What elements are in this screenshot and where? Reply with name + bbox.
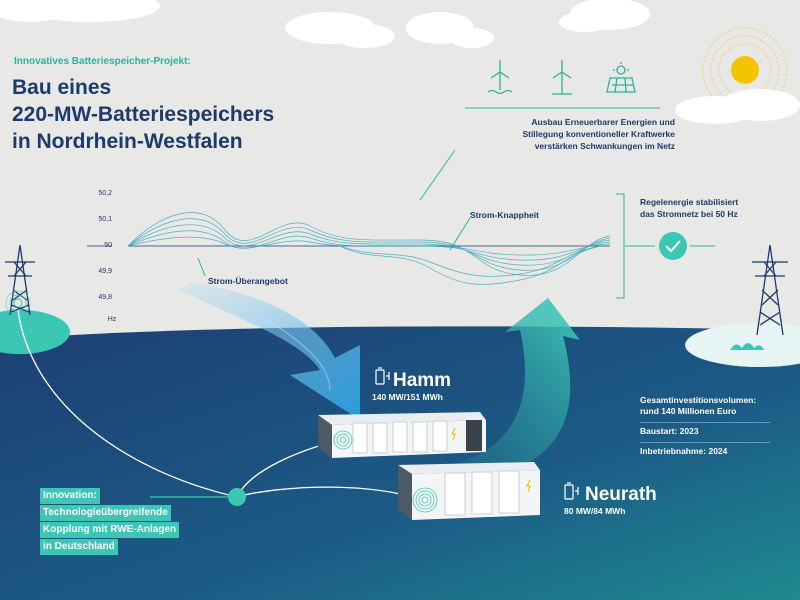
battery-plug-icon: [564, 482, 579, 500]
fact-line: Inbetriebnahme: 2024: [640, 446, 728, 456]
battery-container-hamm: [318, 412, 486, 458]
cloud: [0, 0, 650, 48]
title-line: Bau eines: [12, 76, 112, 99]
y-tick-label: 50,2: [98, 190, 112, 197]
fact-construction-start: Baustart: 2023: [640, 423, 770, 443]
title-line: 220-MW-Batteriespeichers: [12, 103, 275, 126]
innovation-line: in Deutschland: [40, 539, 118, 555]
innovation-line: Kopplung mit RWE-Anlagen: [40, 522, 180, 538]
site-name-hamm: Hamm: [393, 370, 452, 391]
renewables-note: Ausbau Erneuerbarer Energien und Stilleg…: [465, 116, 675, 152]
y-tick-label: 50: [104, 242, 112, 249]
power-pylon-icon: [752, 244, 788, 336]
checkmark-icon: [659, 232, 687, 260]
balancing-note: Regelenergie stabilisiert das Stromnetz …: [640, 196, 780, 220]
frequency-wave: [127, 212, 611, 285]
balancing-line: das Stromnetz bei 50 Hz: [640, 209, 738, 219]
surplus-arrow: [180, 282, 360, 420]
innovation-line: Technologieübergreifende: [40, 505, 171, 521]
fact-investment: Gesamtinvestitionsvolumen: rund 140 Mill…: [640, 392, 770, 423]
battery-plug-icon: [375, 367, 390, 385]
project-facts: Gesamtinvestitionsvolumen: rund 140 Mill…: [640, 392, 770, 462]
sea-area: [0, 326, 800, 600]
fact-line: rund 140 Millionen Euro: [640, 406, 737, 416]
solar-panel-icon: [606, 62, 636, 93]
power-pylon-icon: [5, 244, 35, 316]
renewables-line: verstärken Schwankungen im Netz: [534, 141, 675, 151]
innovation-line: Innovation:: [40, 488, 100, 504]
wind-turbine-offshore-icon: [487, 60, 513, 95]
kicker: Innovatives Batteriespeicher-Projekt:: [14, 56, 191, 67]
y-tick-label: 50,1: [98, 216, 112, 223]
battery-container-neurath: [398, 462, 540, 520]
shortage-arrow: [400, 298, 580, 485]
wind-turbine-icon: [552, 60, 572, 95]
surplus-label: Strom-Überangebot: [208, 276, 288, 286]
page-title: Bau eines 220-MW-Batteriespeichers in No…: [12, 74, 352, 155]
balancing-line: Regelenergie stabilisiert: [640, 197, 739, 207]
renewables-line: Ausbau Erneuerbarer Energien und: [531, 117, 675, 127]
fact-line: Gesamtinvestitionsvolumen:: [640, 395, 757, 405]
site-capacity-hamm: 140 MW/151 MWh: [372, 392, 443, 402]
y-tick-label: 49,8: [98, 294, 112, 301]
site-name-neurath: Neurath: [585, 484, 657, 505]
shortage-label: Strom-Knappheit: [470, 210, 539, 220]
site-capacity-neurath: 80 MW/84 MWh: [564, 506, 626, 516]
title-line: in Nordrhein-Westfalen: [12, 130, 243, 153]
y-tick-label: 49,9: [98, 268, 112, 275]
y-axis-unit: Hz: [107, 316, 117, 323]
renewables-line: Stillegung konventioneller Kraftwerke: [522, 129, 675, 139]
fact-commissioning: Inbetriebnahme: 2024: [640, 443, 770, 462]
innovation-box: Innovation: Technologieübergreifende Kop…: [40, 488, 180, 556]
fact-line: Baustart: 2023: [640, 426, 699, 436]
